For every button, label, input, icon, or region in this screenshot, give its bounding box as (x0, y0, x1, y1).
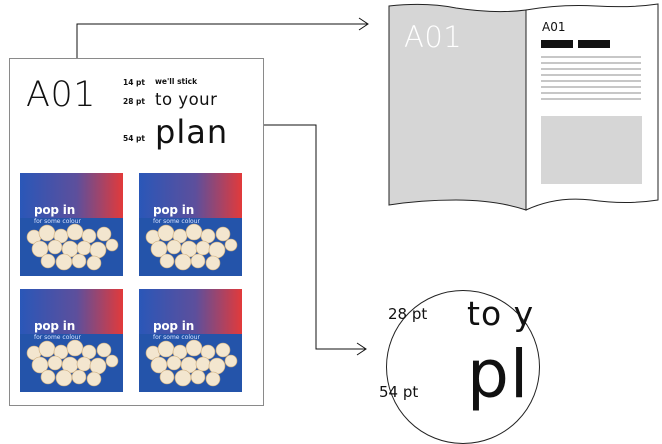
size-label-28pt: 28 pt (123, 97, 146, 106)
popcorn-image (145, 223, 238, 271)
connector-lines (76, 17, 369, 356)
book-text-lines (541, 56, 641, 100)
magnifier: 28 pt to y 54 pt pl (379, 290, 540, 444)
sticker-title: pop in (34, 203, 76, 217)
arrow-to-magnifier-head (356, 342, 367, 356)
magnified-sample-28pt: to y (467, 294, 535, 333)
magnified-sample-54pt: pl (467, 336, 530, 413)
arrow-to-magnifier (241, 124, 366, 350)
sample-14pt: we'll stick (155, 77, 198, 86)
magnified-label-28pt: 28 pt (388, 305, 428, 323)
book-spread (388, 3, 659, 211)
popcorn-sticker: pop in for some colour (139, 289, 242, 392)
arrow-to-book-head (358, 17, 369, 31)
popcorn-image (26, 339, 119, 387)
book-left-code: A01 (404, 20, 463, 54)
book-right-code: A01 (542, 20, 566, 34)
poster-sheet: A01 14 pt we'll stick 28 pt to your 54 p… (9, 58, 264, 406)
popcorn-sticker: pop in for some colour (20, 289, 123, 392)
sticker-title: pop in (153, 203, 195, 217)
size-label-54pt: 54 pt (123, 134, 146, 143)
sample-54pt: plan (155, 113, 229, 151)
arrow-to-book (76, 23, 368, 66)
book-heading-bar (578, 40, 610, 48)
popcorn-image (26, 223, 119, 271)
sticker-title: pop in (153, 319, 195, 333)
sticker-subtitle: for some colour (34, 334, 81, 341)
book-image-placeholder (541, 116, 642, 184)
popcorn-image (145, 339, 238, 387)
poster-code: A01 (26, 75, 96, 115)
size-label-14pt: 14 pt (123, 78, 146, 87)
sticker-subtitle: for some colour (34, 218, 81, 225)
sticker-title: pop in (34, 319, 76, 333)
book-heading-bar (541, 40, 573, 48)
popcorn-sticker: pop in for some colour (20, 173, 123, 276)
sticker-subtitle: for some colour (153, 218, 200, 225)
magnified-label-54pt: 54 pt (379, 383, 419, 401)
popcorn-sticker: pop in for some colour (139, 173, 242, 276)
sticker-subtitle: for some colour (153, 334, 200, 341)
sample-28pt: to your (155, 90, 218, 109)
